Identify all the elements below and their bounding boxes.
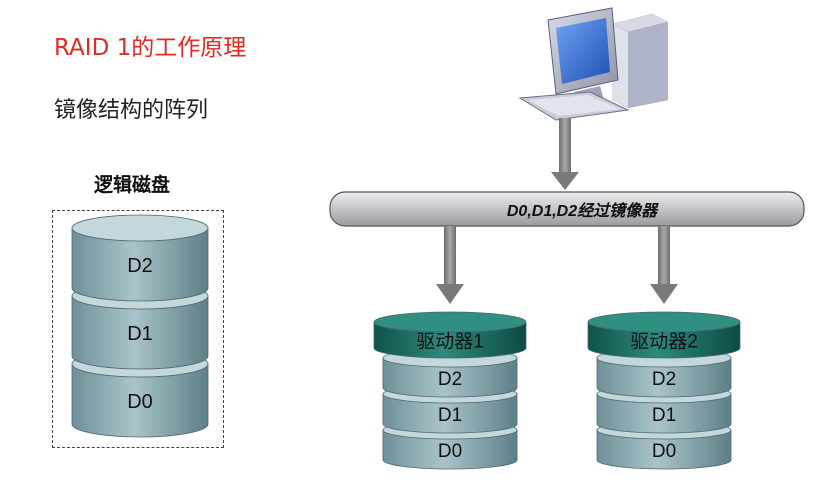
drive-2-cap: 驱动器2: [587, 311, 741, 359]
drive-2: D0 D1 D2 驱动器2: [587, 311, 741, 470]
logical-layer-d1-label: D1: [127, 323, 153, 345]
logical-disk-stack: D0 D1 D2: [71, 214, 209, 438]
drive-1-layer-d1-label: D1: [438, 405, 462, 426]
computer-icon: [518, 7, 668, 121]
mirror-bus: [329, 191, 805, 227]
bus-label: D0,D1,D2经过镜像器: [507, 202, 659, 220]
drive-2-layer-d2-label: D2: [652, 369, 676, 390]
drive-1-layer-d0-label: D0: [438, 441, 462, 462]
logical-layer-d2-label: D2: [127, 255, 153, 277]
logical-layer-d0-label: D0: [127, 391, 153, 413]
logical-disk-frame: [52, 210, 224, 448]
arrow-bus-to-drive-2: [650, 226, 678, 304]
drive-2-cap-label: 驱动器2: [630, 331, 698, 353]
drive-1-cap-label: 驱动器1: [416, 331, 484, 353]
drive-1-layer-d2-label: D2: [438, 369, 462, 390]
page-subtitle: 镜像结构的阵列: [54, 98, 209, 123]
drive-1: D0 D1 D2 驱动器1: [373, 311, 527, 470]
drive-1-cap: 驱动器1: [373, 311, 527, 359]
drive-2-layer-d1-label: D1: [652, 405, 676, 426]
logical-disk-title: 逻辑磁盘: [94, 174, 171, 196]
arrow-computer-to-bus: [551, 118, 579, 190]
logical-layer-d2: D2: [71, 214, 209, 302]
drive-2-layer-d0-label: D0: [652, 441, 676, 462]
page-title: RAID 1的工作原理: [54, 35, 247, 61]
arrow-bus-to-drive-1: [436, 226, 464, 304]
